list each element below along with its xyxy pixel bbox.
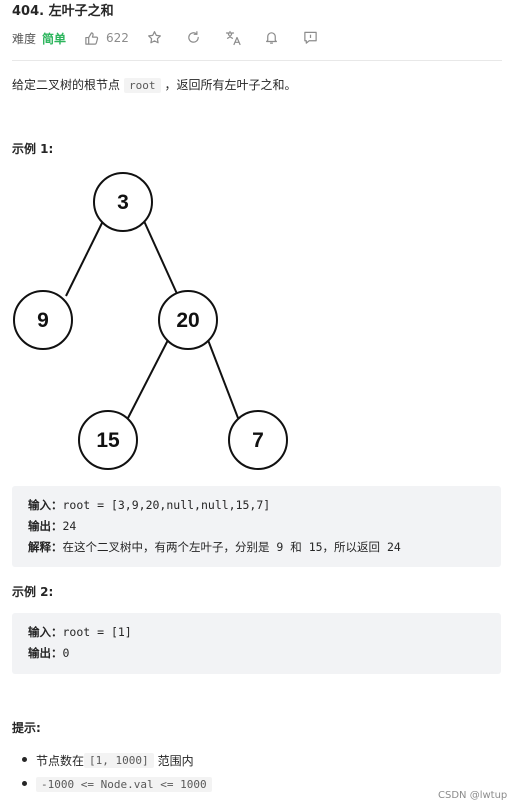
tree-edge-20-7 [207,339,239,419]
like-button[interactable]: 622 [84,31,129,46]
constraint-item: -1000 <= Node.val <= 1000 [22,772,216,796]
description-text-end: ，返回所有左叶子之和。 [164,78,297,92]
input-label: 输入： [28,625,63,639]
star-icon[interactable] [147,30,163,46]
share-icon[interactable] [186,30,202,46]
tree-node-label: 3 [117,191,129,214]
binary-tree-diagram: 3 9 20 15 7 [13,172,288,470]
tree-edges [65,220,239,419]
constraint-code: [1, 1000] [84,752,154,768]
tree-node-3: 3 [93,172,153,232]
difficulty-label: 难度 [12,31,37,46]
input-value: root = [3,9,20,null,null,15,7] [62,498,271,512]
input-value: root = [1] [62,625,132,639]
constraint-text-end: 范围内 [157,753,194,768]
explain-value: 在这个二叉树中，有两个左叶子，分别是 9 和 15，所以返回 24 [62,540,401,554]
tips-title: 提示: [12,721,41,735]
like-count: 622 [106,31,129,45]
tree-node-20: 20 [158,290,218,350]
tree-node-label: 9 [37,309,49,332]
tree-node-15: 15 [78,410,138,470]
explain-label: 解释： [28,540,63,554]
example-1-explain-line: 解释：在这个二叉树中，有两个左叶子，分别是 9 和 15，所以返回 24 [28,537,501,558]
inline-code-root: root [124,78,161,93]
description-text: 给定二叉树的根节点 [12,78,121,92]
bullet-dot [22,781,27,786]
difficulty-badge: 简单 [42,31,67,46]
constraint-item: 节点数在 [1, 1000] 范围内 [22,748,216,772]
example-1-title: 示例 1: [12,142,54,156]
bullet-dot [22,757,27,762]
output-label: 输出： [28,646,63,660]
tree-node-9: 9 [13,290,73,350]
tree-node-label: 15 [96,429,120,452]
constraint-code: -1000 <= Node.val <= 1000 [36,776,212,792]
example-1-input-line: 输入：root = [3,9,20,null,null,15,7] [28,495,501,516]
tree-edge-3-20 [143,220,179,297]
watermark: CSDN @lwtup [438,790,508,801]
translate-icon[interactable] [225,30,241,46]
input-label: 输入： [28,498,63,512]
bell-icon[interactable] [264,30,280,46]
comment-icon[interactable] [303,30,319,46]
constraints-list: 节点数在 [1, 1000] 范围内 -1000 <= Node.val <= … [22,748,216,796]
example-2-input-line: 输入：root = [1] [28,622,501,643]
tree-node-7: 7 [228,410,288,470]
output-value: 0 [62,646,70,660]
header-divider [12,60,502,61]
problem-title: 404. 左叶子之和 [12,4,114,19]
example-2-code-block: 输入：root = [1] 输出：0 [12,613,501,674]
output-value: 24 [62,519,77,533]
thumbs-up-icon [84,31,99,46]
tree-edge-20-15 [127,339,169,419]
problem-meta-bar: 难度 简单 622 [12,29,342,47]
tree-node-label: 7 [252,429,264,452]
constraint-text: 节点数在 [36,753,85,768]
example-1-output-line: 输出：24 [28,516,501,537]
tree-edge-3-9 [65,220,104,297]
example-2-output-line: 输出：0 [28,643,501,664]
output-label: 输出： [28,519,63,533]
tree-node-label: 20 [176,309,199,332]
example-2-title: 示例 2: [12,585,54,599]
example-1-code-block: 输入：root = [3,9,20,null,null,15,7] 输出：24 … [12,486,501,567]
